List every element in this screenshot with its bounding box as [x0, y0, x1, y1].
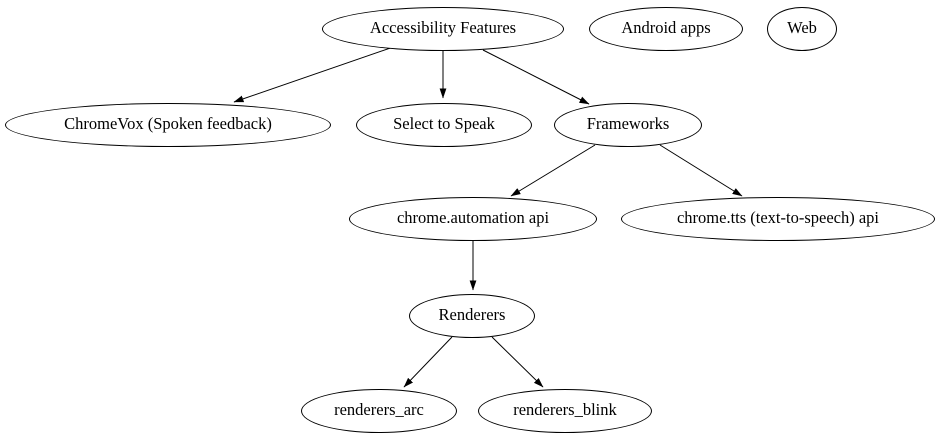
node-web: Web [767, 7, 837, 51]
node-select-to-speak: Select to Speak [356, 103, 532, 147]
node-chrome-automation-api-label: chrome.automation api [396, 207, 550, 227]
node-android-apps: Android apps [589, 7, 743, 51]
node-accessibility-features-label: Accessibility Features [369, 17, 517, 37]
node-renderers-arc: renderers_arc [301, 389, 457, 433]
node-web-label: Web [787, 17, 817, 37]
node-renderers-label: Renderers [438, 304, 506, 324]
node-renderers-blink-label: renderers_blink [513, 399, 617, 419]
node-frameworks: Frameworks [554, 103, 702, 147]
node-renderers-arc-label: renderers_arc [334, 399, 424, 419]
node-android-apps-label: Android apps [621, 17, 711, 37]
node-frameworks-label: Frameworks [586, 113, 670, 133]
node-chromevox-label: ChromeVox (Spoken feedback) [64, 113, 272, 133]
node-renderers: Renderers [409, 294, 535, 338]
node-chrome-tts-api-label: chrome.tts (text-to-speech) api [676, 207, 880, 227]
node-chrome-automation-api: chrome.automation api [349, 197, 597, 241]
edge-frameworks-to-chrome-tts-api [659, 144, 743, 197]
edge-renderers-to-renderers-arc [403, 336, 453, 388]
node-chromevox: ChromeVox (Spoken feedback) [5, 103, 331, 147]
edge-accessibility-features-to-frameworks [482, 49, 590, 105]
edge-accessibility-features-to-chromevox [233, 43, 403, 103]
node-accessibility-features: Accessibility Features [322, 7, 564, 51]
node-renderers-blink: renderers_blink [478, 389, 652, 433]
edge-frameworks-to-chrome-automation-api [510, 144, 596, 197]
node-select-to-speak-label: Select to Speak [393, 113, 495, 133]
edge-renderers-to-renderers-blink [491, 336, 544, 388]
node-chrome-tts-api: chrome.tts (text-to-speech) api [621, 197, 935, 241]
